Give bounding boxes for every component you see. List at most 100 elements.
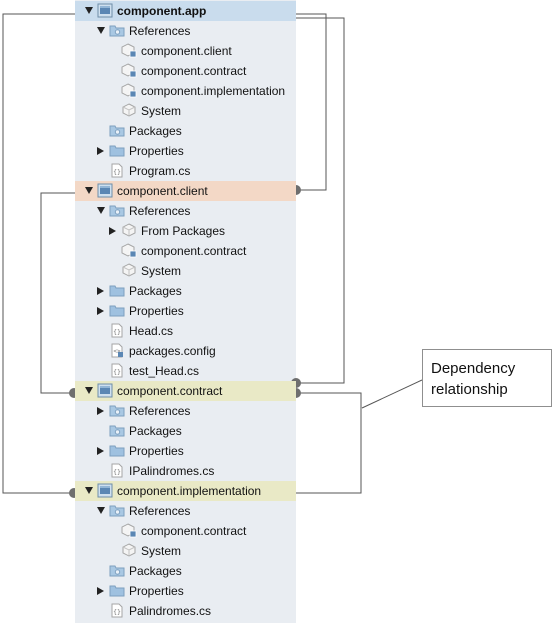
tree-item[interactable]: Properties xyxy=(75,441,296,461)
disclosure-collapsed-icon[interactable] xyxy=(97,147,104,155)
tree-item[interactable]: component.contract xyxy=(75,61,296,81)
tree-item[interactable]: {} Palindromes.cs xyxy=(75,601,296,621)
tree-item[interactable]: Packages xyxy=(75,561,296,581)
tree-project-row[interactable]: component.implementation xyxy=(75,481,296,501)
tree-item[interactable]: System xyxy=(75,261,296,281)
folder-icon xyxy=(109,143,125,158)
disclosure-collapsed-icon[interactable] xyxy=(97,287,104,295)
tree-item[interactable]: {} Program.cs xyxy=(75,161,296,181)
reference-icon xyxy=(121,43,137,58)
connector-client-to-contract xyxy=(40,192,75,394)
tree-project-row[interactable]: component.app xyxy=(75,1,296,21)
tree-item-label: component.implementation xyxy=(117,484,262,498)
tree-item[interactable]: {}IPalindromes.cs xyxy=(75,461,296,481)
disclosure-expanded-icon[interactable] xyxy=(97,207,105,214)
tree-item-label: test_Head.cs xyxy=(129,364,200,378)
tree-item-label: From Packages xyxy=(141,224,226,238)
tree-item-label: Properties xyxy=(129,304,184,318)
tree-item[interactable]: {}Head.cs xyxy=(75,321,296,341)
code-file-icon: {} xyxy=(109,603,125,618)
disclosure-expanded-icon[interactable] xyxy=(85,387,93,394)
tree-item[interactable]: Properties xyxy=(75,301,296,321)
disclosure-collapsed-icon[interactable] xyxy=(109,227,116,235)
folder-icon xyxy=(109,443,125,458)
disclosure-expanded-icon[interactable] xyxy=(97,507,105,514)
tree-item-label: component.implementation xyxy=(141,84,286,98)
packages-folder-icon xyxy=(109,123,125,138)
tree-item[interactable]: References xyxy=(75,201,296,221)
disclosure-collapsed-icon[interactable] xyxy=(97,307,104,315)
tree-item-label: component.client xyxy=(141,44,232,58)
tree-item-label: References xyxy=(129,504,191,518)
references-folder-icon xyxy=(109,403,125,418)
project-icon xyxy=(97,483,113,498)
tree-item[interactable]: From Packages xyxy=(75,221,296,241)
tree-item-label: Properties xyxy=(129,584,184,598)
tree-item[interactable]: Packages xyxy=(75,421,296,441)
package-ref-icon xyxy=(121,223,137,238)
packages-folder-icon xyxy=(109,563,125,578)
annotation-line-1: Dependency xyxy=(431,360,516,377)
tree-item[interactable]: component.client xyxy=(75,41,296,61)
disclosure-expanded-icon[interactable] xyxy=(85,187,93,194)
tree-item[interactable]: component.contract xyxy=(75,521,296,541)
project-icon xyxy=(97,183,113,198)
tree-item[interactable]: Packages xyxy=(75,121,296,141)
disclosure-expanded-icon[interactable] xyxy=(85,7,93,14)
tree-item[interactable]: References xyxy=(75,501,296,521)
tree-item-label: Packages xyxy=(129,124,182,138)
tree-item-label: System xyxy=(141,264,182,278)
disclosure-collapsed-icon[interactable] xyxy=(97,447,104,455)
tree-item-label: Head.cs xyxy=(129,324,174,338)
svg-text:{}: {} xyxy=(113,608,121,616)
tree-item-label: System xyxy=(141,544,182,558)
disclosure-collapsed-icon[interactable] xyxy=(97,407,104,415)
connector-app-to-implementation xyxy=(2,13,75,494)
tree-item-label: Palindromes.cs xyxy=(129,604,212,618)
tree-item[interactable]: component.contract xyxy=(75,241,296,261)
project-icon xyxy=(97,383,113,398)
disclosure-expanded-icon[interactable] xyxy=(97,27,105,34)
annotation-pointer xyxy=(361,379,423,409)
svg-text:<>: <> xyxy=(113,348,121,355)
references-folder-icon xyxy=(109,203,125,218)
tree-item[interactable]: Packages xyxy=(75,281,296,301)
tree-item[interactable]: <>packages.config xyxy=(75,341,296,361)
tree-item[interactable]: System xyxy=(75,541,296,561)
reference-icon xyxy=(121,523,137,538)
disclosure-collapsed-icon[interactable] xyxy=(97,587,104,595)
tree-project-row[interactable]: component.contract xyxy=(75,381,296,401)
dependency-annotation: Dependency relationship xyxy=(422,349,552,407)
tree-item-label: component.app xyxy=(117,4,207,18)
tree-item-label: component.contract xyxy=(141,244,247,258)
tree-item[interactable]: {} test_Head.cs xyxy=(75,361,296,381)
tree-item[interactable]: System xyxy=(75,101,296,121)
connector-app-to-contract xyxy=(296,17,345,384)
tree-item-label: component.contract xyxy=(117,384,223,398)
references-folder-icon xyxy=(109,503,125,518)
packages-folder-icon xyxy=(109,423,125,438)
tree-item[interactable]: Properties xyxy=(75,141,296,161)
tree-item-label: Packages xyxy=(129,564,182,578)
tree-item[interactable]: References xyxy=(75,21,296,41)
tree-item-label: References xyxy=(129,24,191,38)
folder-icon xyxy=(109,283,125,298)
tree-project-row[interactable]: component.client xyxy=(75,181,296,201)
package-ref-icon xyxy=(121,543,137,558)
connector-implementation-to-contract xyxy=(296,392,362,494)
project-icon xyxy=(97,3,113,18)
svg-text:{}: {} xyxy=(113,468,121,476)
code-file-icon: {} xyxy=(109,163,125,178)
disclosure-expanded-icon[interactable] xyxy=(85,487,93,494)
reference-icon xyxy=(121,63,137,78)
folder-icon xyxy=(109,583,125,598)
tree-item[interactable]: Properties xyxy=(75,581,296,601)
tree-item[interactable]: component.implementation xyxy=(75,81,296,101)
package-ref-icon xyxy=(121,263,137,278)
tree-item-label: Program.cs xyxy=(129,164,191,178)
tree-item[interactable]: References xyxy=(75,401,296,421)
svg-text:{}: {} xyxy=(113,168,121,176)
svg-text:{}: {} xyxy=(113,368,121,376)
tree-item-label: System xyxy=(141,104,182,118)
reference-icon xyxy=(121,243,137,258)
